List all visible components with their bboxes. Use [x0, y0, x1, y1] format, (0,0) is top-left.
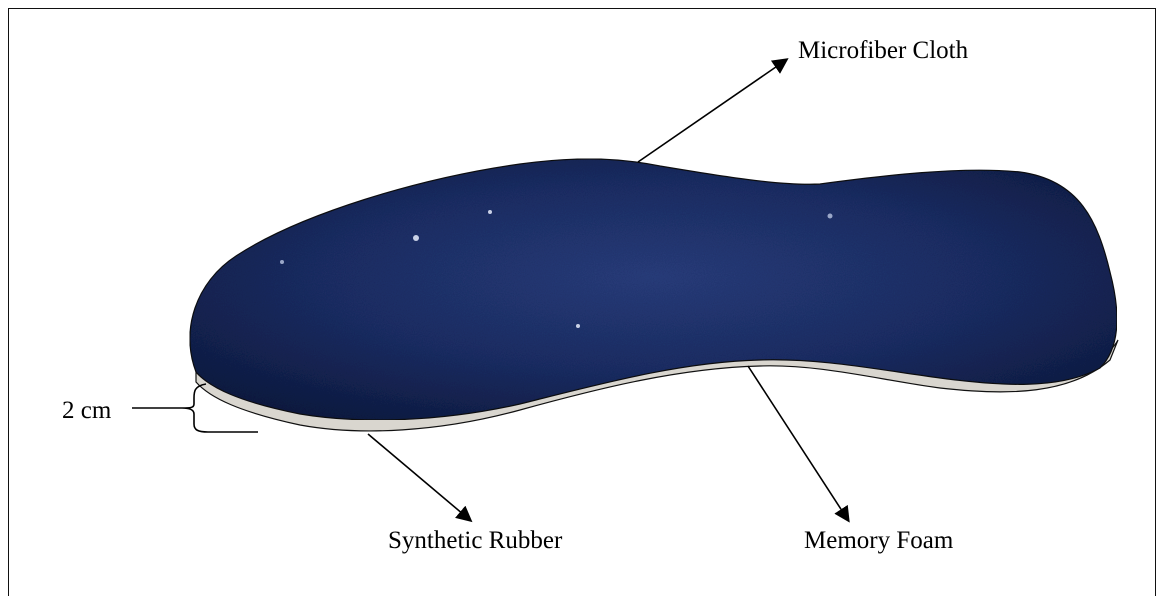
foam-arrow — [748, 366, 848, 520]
lint-speck — [280, 260, 284, 264]
memory-foam-label: Memory Foam — [804, 528, 953, 553]
lint-speck — [828, 214, 833, 219]
lint-speck — [576, 324, 580, 328]
synthetic-rubber-label: Synthetic Rubber — [388, 528, 562, 553]
thickness-label: 2 cm — [62, 398, 111, 423]
microfiber-arrow — [638, 60, 786, 162]
rubber-arrow — [368, 434, 470, 520]
lint-speck — [413, 235, 419, 241]
lint-speck — [488, 210, 492, 214]
microfiber-cloth-label: Microfiber Cloth — [798, 38, 968, 63]
microfiber-cloth-surface — [190, 159, 1117, 420]
